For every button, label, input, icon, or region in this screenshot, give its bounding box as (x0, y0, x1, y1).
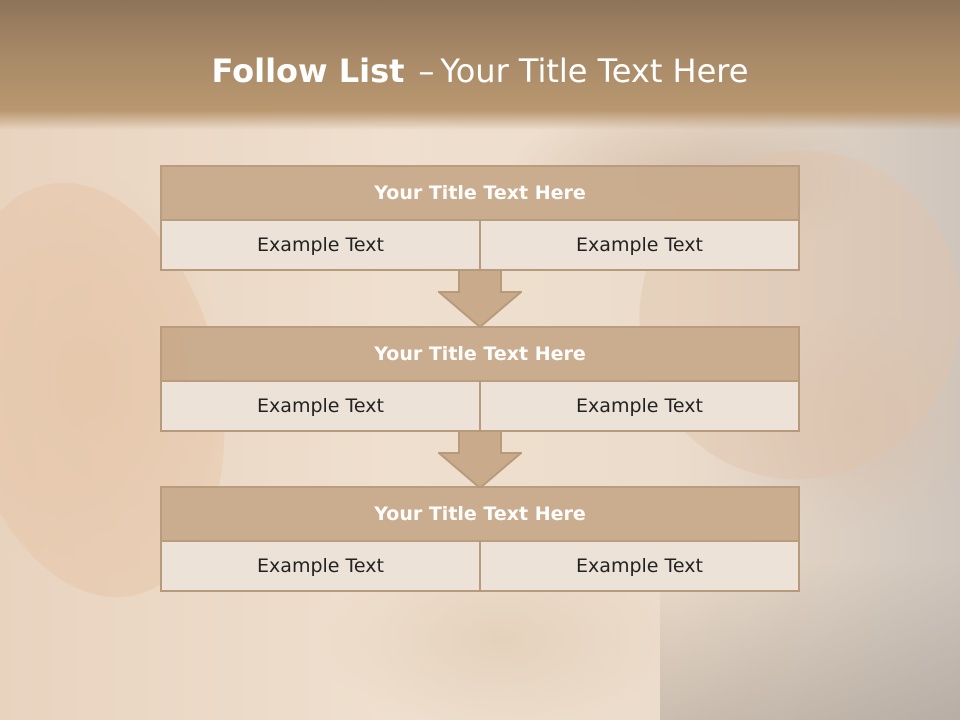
block-cell-right: Example Text (481, 542, 800, 592)
block-cell-right: Example Text (481, 382, 800, 432)
block-cell-left: Example Text (160, 382, 481, 432)
block-row: Example Text Example Text (160, 382, 800, 432)
slide-title-bold: Follow List (211, 52, 405, 90)
block-cell-left: Example Text (160, 221, 481, 271)
list-block-2: Your Title Text Here Example Text Exampl… (160, 326, 800, 432)
block-title: Your Title Text Here (160, 326, 800, 382)
down-arrow-icon (438, 270, 522, 328)
slide-title-dash: – (418, 52, 435, 90)
block-row: Example Text Example Text (160, 221, 800, 271)
block-title: Your Title Text Here (160, 165, 800, 221)
list-block-1: Your Title Text Here Example Text Exampl… (160, 165, 800, 271)
block-cell-left: Example Text (160, 542, 481, 592)
down-arrow-icon (438, 431, 522, 489)
block-title: Your Title Text Here (160, 486, 800, 542)
slide-title-rest: Your Title Text Here (440, 52, 749, 90)
slide-title: Follow List–Your Title Text Here (0, 52, 960, 90)
block-cell-right: Example Text (481, 221, 800, 271)
list-block-3: Your Title Text Here Example Text Exampl… (160, 486, 800, 592)
block-row: Example Text Example Text (160, 542, 800, 592)
title-banner (0, 0, 960, 130)
